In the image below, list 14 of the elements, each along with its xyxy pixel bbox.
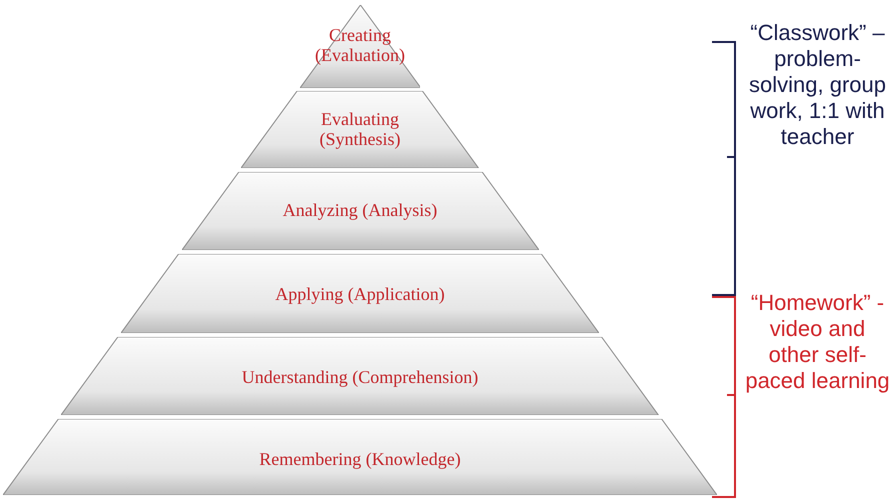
pyramid-level: [182, 172, 538, 250]
pyramid-level: [121, 254, 599, 333]
level-label: Remembering (Knowledge): [259, 449, 461, 469]
pyramid-level: [241, 91, 479, 168]
pyramid-level: [61, 337, 659, 415]
pyramid-level: [3, 419, 717, 495]
bracket-note: “Classwork” – problem-solving, group work, 1:1 with teacher: [748, 20, 887, 150]
level-label: Understanding (Comprehension): [242, 367, 478, 387]
pyramid-level: [300, 5, 420, 88]
bracket-note: “Homework” - video and other self-paced learning: [745, 290, 890, 394]
level-label: Analyzing (Analysis): [282, 200, 438, 220]
level-label: Creating (Evaluation): [314, 25, 406, 65]
level-label: Evaluating (Synthesis): [318, 109, 402, 149]
level-label: Applying (Application): [275, 284, 445, 304]
